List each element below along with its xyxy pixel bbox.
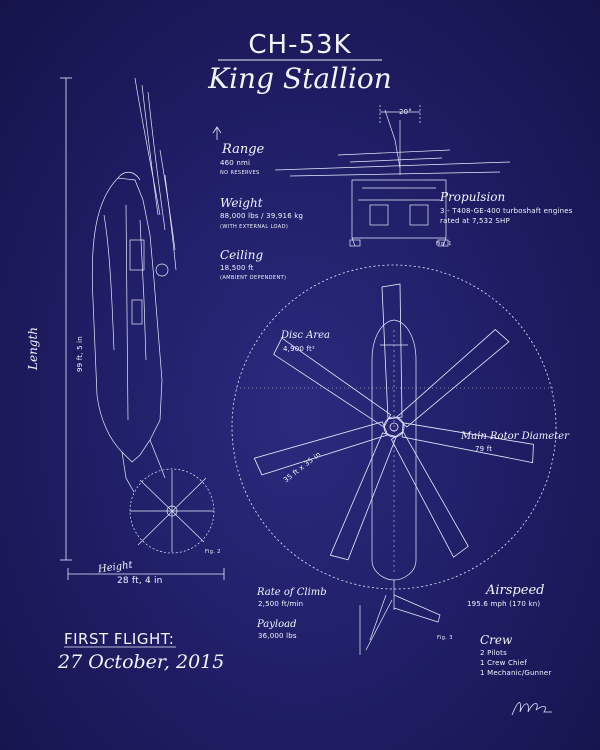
side-view-helicopter [91, 77, 215, 554]
payload-heading: Payload [257, 619, 297, 630]
disc-area-value: 4,900 ft² [283, 345, 315, 353]
ceiling-note: (AMBIENT DEPENDENT) [220, 275, 287, 281]
length-dimension [60, 77, 72, 561]
top-view-fuselage [359, 319, 441, 655]
top-view-rotor [231, 264, 557, 590]
fig1-label: Fig. 1 [436, 241, 452, 247]
weight-note: (WITH EXTERNAL LOAD) [220, 224, 289, 230]
airspeed-value: 195.6 mph (170 kn) [467, 600, 541, 608]
front-view-helicopter [274, 105, 511, 247]
crew-line-gunner: 1 Mechanic/Gunner [480, 669, 552, 677]
weight-heading: Weight [220, 196, 263, 210]
propulsion-line2: rated at 7,532 SHP [440, 217, 510, 225]
fig2-label: Fig. 2 [205, 549, 221, 555]
crew-line-chief: 1 Crew Chief [480, 659, 527, 667]
ceiling-heading: Ceiling [220, 248, 264, 262]
first-flight-date: 27 October, 2015 [58, 651, 225, 673]
range-note: NO RESERVES [220, 170, 260, 176]
propulsion-heading: Propulsion [440, 190, 506, 204]
crew-line-pilots: 2 Pilots [480, 649, 507, 657]
weight-value: 88,000 lbs / 39,916 kg [220, 212, 304, 220]
climb-heading: Rate of Climb [257, 587, 327, 598]
propulsion-line1: 3 - T408-GE-400 turboshaft engines [440, 207, 573, 215]
payload-value: 36,000 lbs [258, 632, 297, 640]
range-heading: Range [222, 142, 265, 157]
range-value: 460 nmi [220, 159, 251, 167]
climb-value: 2,500 ft/min [258, 600, 304, 608]
aircraft-name: King Stallion [208, 62, 392, 95]
airspeed-heading: Airspeed [486, 583, 545, 598]
ceiling-value: 18,500 ft [220, 264, 254, 272]
rotor-blades [253, 283, 534, 561]
height-value: 28 ft, 4 in [117, 576, 163, 586]
crew-heading: Crew [480, 633, 513, 647]
angle-label: 20° [399, 108, 413, 116]
main-rotor-heading: Main Rotor Diameter [461, 431, 569, 442]
height-dimension [67, 568, 225, 580]
disc-area-heading: Disc Area [281, 330, 331, 341]
first-flight-heading: FIRST FLIGHT: [64, 630, 175, 648]
aircraft-model: CH-53K [248, 30, 352, 60]
main-rotor-value: 79 ft [475, 445, 493, 453]
fig3-label: Fig. 3 [437, 635, 453, 641]
